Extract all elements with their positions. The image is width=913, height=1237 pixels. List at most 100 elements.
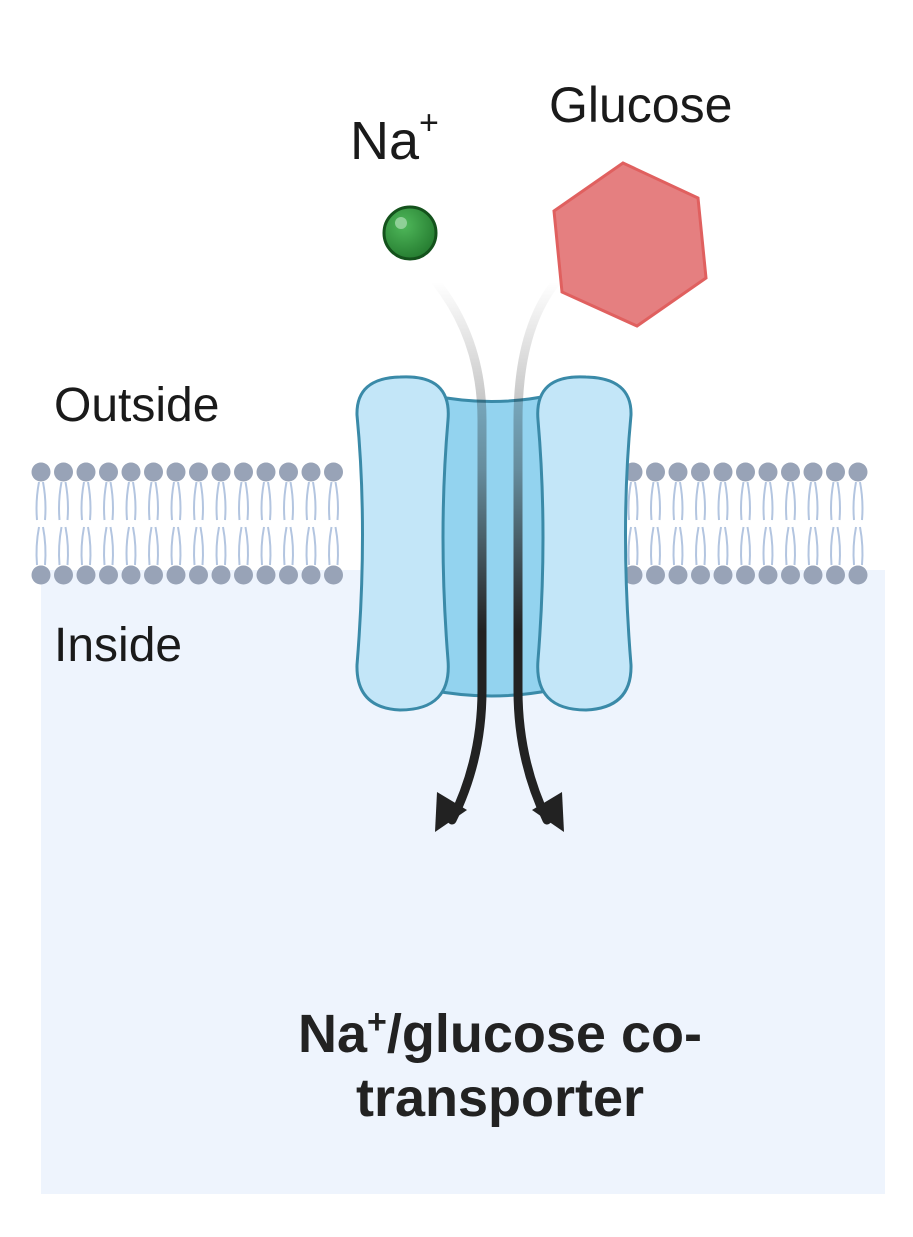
sodium-charge: +	[419, 104, 439, 142]
lipid-tail	[650, 481, 655, 521]
lipid-tail	[634, 526, 639, 566]
lipid-tail	[35, 526, 40, 566]
lipid-head	[31, 462, 51, 482]
sodium-path-arrow	[431, 277, 487, 825]
hexagon-icon	[552, 161, 708, 328]
lipid-tail	[830, 526, 835, 566]
lipid-tail	[170, 481, 175, 521]
sodium-symbol: Na	[350, 111, 420, 171]
lipid-tail	[222, 526, 227, 566]
lipid-tail	[267, 481, 272, 521]
lipid-tail	[199, 526, 204, 566]
lipid-tail	[724, 526, 729, 566]
lipid-tail	[312, 481, 317, 521]
lipid-tail	[701, 481, 706, 521]
lipid-head	[121, 565, 141, 585]
lipid-head	[279, 565, 298, 585]
lipid-tail	[193, 481, 198, 521]
sphere-highlight	[395, 217, 407, 229]
lipid-tail	[132, 481, 137, 521]
lipid-head	[803, 462, 823, 482]
lipid-head	[54, 462, 73, 482]
lipid-head	[781, 462, 800, 482]
lipid-tail	[132, 526, 137, 566]
lipid-tail	[701, 526, 706, 566]
diagram-caption: Na+/glucose co- transporter	[200, 990, 800, 1130]
lipid-tail	[125, 481, 130, 521]
lipid-tail	[791, 526, 796, 566]
lipid-tail	[154, 481, 159, 521]
lipid-tail	[283, 481, 288, 521]
lipid-tail	[791, 481, 796, 521]
lipid-head	[826, 565, 845, 585]
lipid-head	[646, 462, 665, 482]
lipid-head	[234, 565, 253, 585]
glucose-path-arrow	[513, 277, 561, 825]
glucose-arrowhead-icon	[532, 792, 564, 832]
transporter-right-subunit	[536, 375, 633, 712]
lipid-head	[713, 565, 733, 585]
lipid-tail	[193, 526, 198, 566]
lipid-head	[758, 462, 778, 482]
lipid-tail	[717, 481, 722, 521]
lipid-tail	[177, 526, 182, 566]
lipid-head	[211, 565, 231, 585]
lipid-head	[76, 565, 96, 585]
lipid-head	[301, 462, 321, 482]
lipid-tail	[746, 481, 751, 521]
lipid-tail	[244, 481, 249, 521]
lipid-tail	[627, 481, 632, 521]
sphere-icon	[382, 205, 438, 261]
lipid-tail	[785, 526, 790, 566]
lipid-head	[826, 462, 845, 482]
lipid-head	[623, 565, 643, 585]
lipid-tail	[807, 481, 812, 521]
lipid-tail	[244, 526, 249, 566]
lipid-tail	[334, 481, 339, 521]
caption-line-2: transporter	[355, 1068, 645, 1128]
transporter-protein	[355, 375, 633, 712]
lipid-tail	[679, 481, 684, 521]
lipid-head	[189, 565, 208, 585]
transporter-left-subunit	[355, 375, 450, 712]
lipid-tail	[87, 481, 92, 521]
lipid-tail	[238, 481, 243, 521]
lipid-tail	[814, 481, 819, 521]
lipid-tail	[656, 481, 661, 521]
lipid-tail	[289, 481, 294, 521]
lipid-tail	[672, 526, 677, 566]
lipid-tail	[42, 526, 47, 566]
lipid-head	[646, 565, 665, 585]
lipid-tail	[724, 481, 729, 521]
lipid-tail	[42, 481, 47, 521]
lipid-tail	[283, 526, 288, 566]
lipid-tail	[312, 526, 317, 566]
lipid-tail	[717, 526, 722, 566]
lipid-head	[54, 565, 73, 585]
lipid-head	[668, 462, 688, 482]
lipid-tail	[836, 526, 841, 566]
lipid-head	[121, 462, 141, 482]
lipid-tail	[859, 526, 864, 566]
sodium-arrowhead-icon	[435, 792, 467, 832]
lipid-head	[736, 565, 755, 585]
lipid-tail	[58, 526, 63, 566]
lipid-tail	[109, 481, 114, 521]
lipid-head	[713, 462, 733, 482]
lipid-head	[189, 462, 208, 482]
lipid-tail	[267, 526, 272, 566]
sodium-ion	[382, 205, 438, 261]
lipid-head	[736, 462, 755, 482]
lipid-tail	[328, 526, 333, 566]
lipid-tail	[109, 526, 114, 566]
caption-symbol: Na	[298, 1004, 368, 1064]
lipid-head	[279, 462, 298, 482]
sodium-label: Na+	[350, 104, 439, 172]
lipid-head	[99, 462, 118, 482]
lipid-bilayer	[31, 462, 868, 585]
lipid-head	[803, 565, 823, 585]
lipid-head	[166, 462, 186, 482]
lipid-head	[301, 565, 321, 585]
lipid-tail	[836, 481, 841, 521]
lipid-tail	[125, 526, 130, 566]
